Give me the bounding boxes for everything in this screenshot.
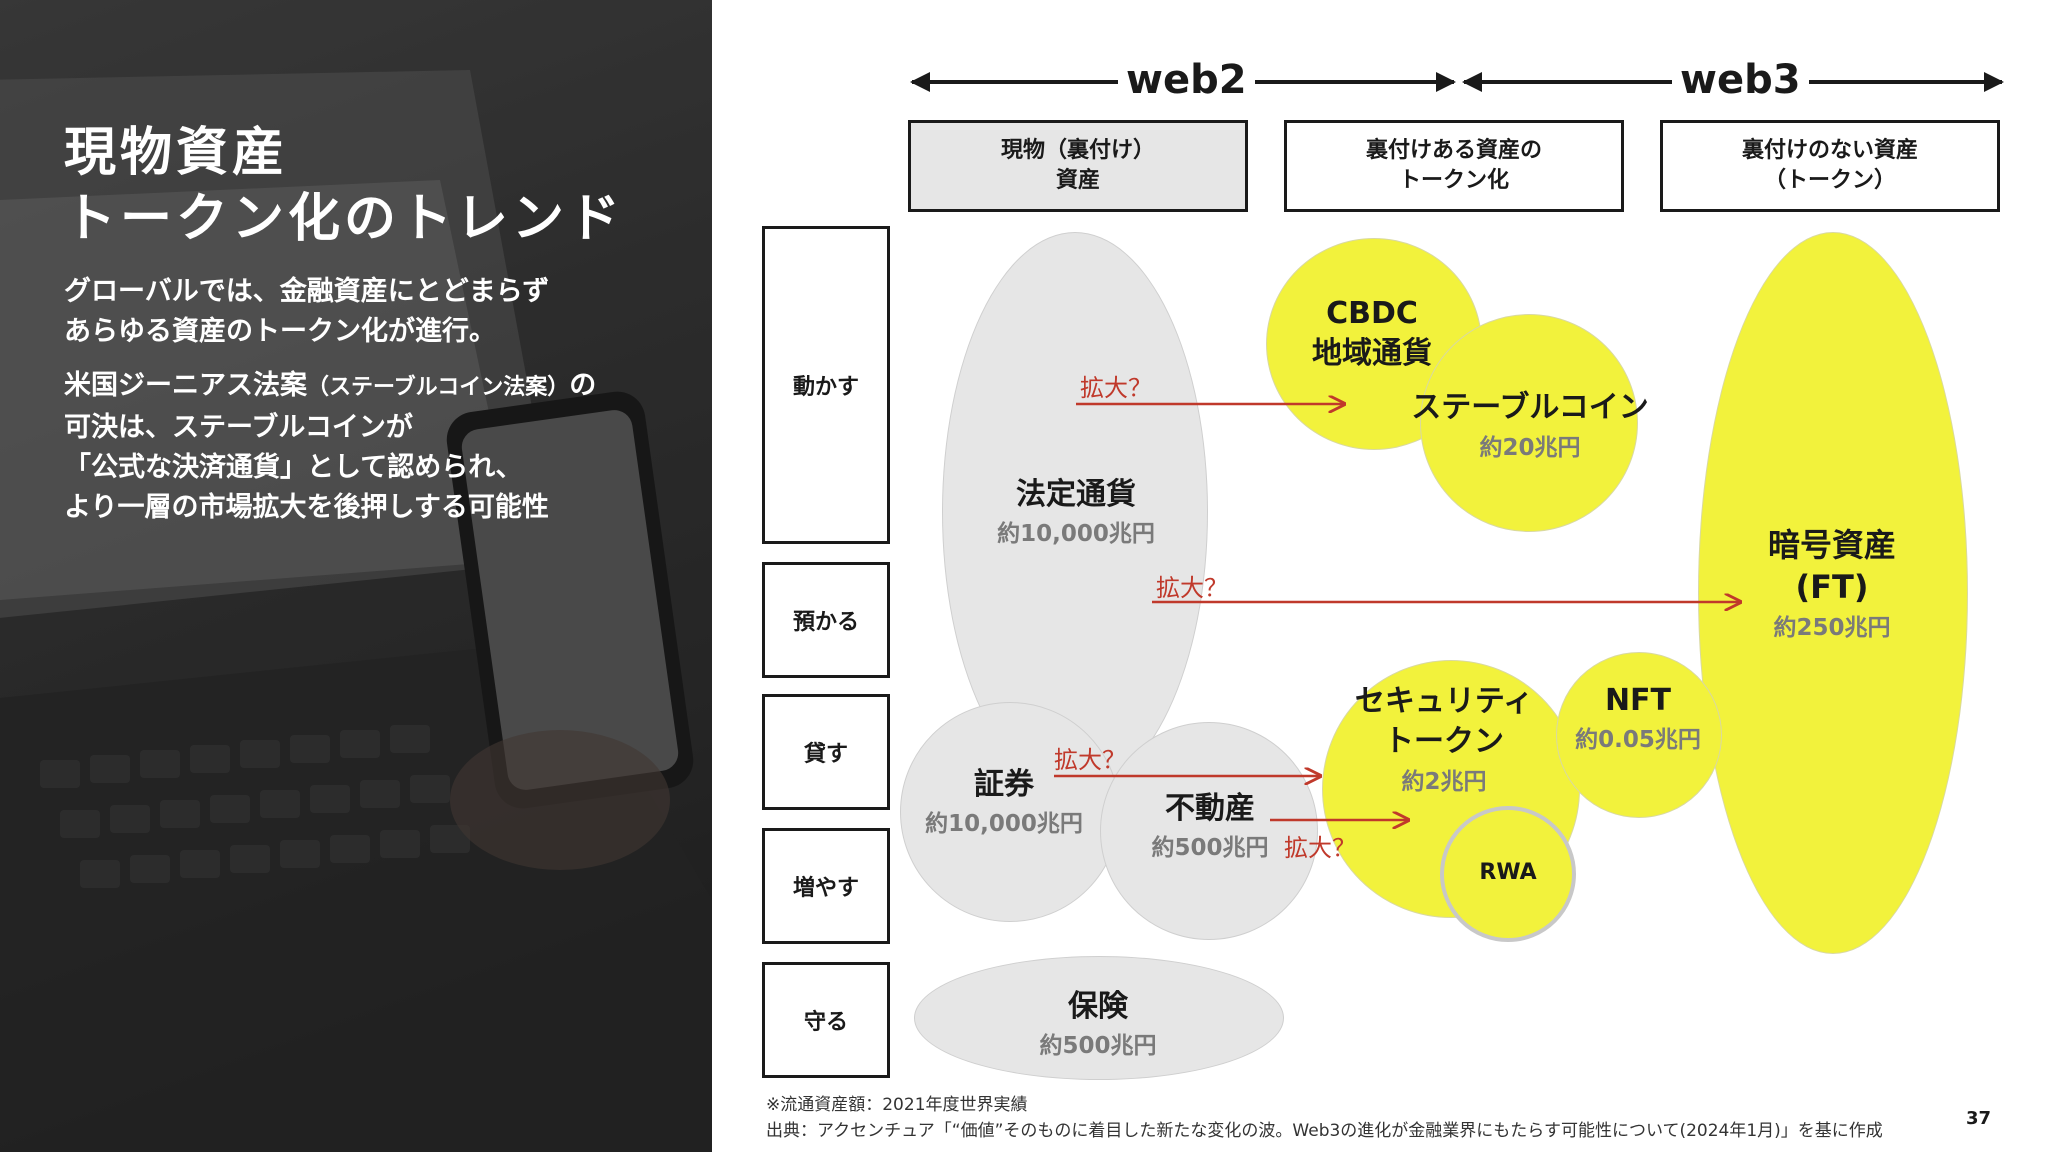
crypto-text: 暗号資産 (FT) 約250兆円 — [1768, 524, 1896, 648]
column-header-physical: 現物（裏付け） 資産 — [908, 120, 1248, 212]
left-text-line: 米国ジーニアス法案（ステーブルコイン法案）の — [64, 366, 704, 408]
note-line: 出典：アクセンチュア「“価値”そのものに着目した新たな変化の波。Web3の進化が… — [766, 1121, 1883, 1141]
row-label-move: 動かす — [762, 226, 890, 544]
fiat-name: 法定通貨 — [1015, 477, 1136, 512]
real-estate-name: 不動産 — [1164, 791, 1255, 826]
cbdc-name: CBDC — [1326, 296, 1418, 331]
nft-name: NFT — [1604, 683, 1672, 718]
expand-label: 拡大？ — [1080, 374, 1152, 402]
left-text-line: 「公式な決済通貨」として認められ、 — [64, 452, 523, 483]
cbdc-text: CBDC 地域通貨 — [1312, 294, 1432, 374]
left-text-fragment: （ステーブルコイン法案） — [307, 375, 570, 400]
left-title: 現物資産 トークン化のトレンド — [64, 120, 624, 252]
securities-name: 証券 — [973, 767, 1034, 802]
column-header-line: トークン化 — [1398, 168, 1509, 193]
left-description: グローバルでは、金融資産にとどまらず あらゆる資産のトークン化が進行。 米国ジー… — [64, 272, 704, 542]
left-text-fragment: 米国ジーニアス法案 — [64, 370, 307, 401]
bubble-crypto-asset — [1698, 232, 1968, 954]
row-label-protect: 守る — [762, 962, 890, 1078]
real-estate-value: 約500兆円 — [1151, 835, 1269, 861]
expand-label: 拡大？ — [1284, 834, 1356, 862]
insurance-value: 約500兆円 — [1039, 1033, 1157, 1059]
left-text-line: グローバルでは、金融資産にとどまらず — [64, 276, 550, 307]
left-paragraph-1: グローバルでは、金融資産にとどまらず あらゆる資産のトークン化が進行。 — [64, 272, 704, 352]
insurance-name: 保険 — [1067, 989, 1128, 1024]
bubble-rwa — [1440, 806, 1576, 942]
security-token-value: 約2兆円 — [1401, 769, 1487, 795]
bubble-real-estate — [1100, 722, 1318, 940]
rwa-name: RWA — [1479, 860, 1537, 885]
crypto-value: 約250兆円 — [1773, 615, 1891, 641]
security-token-name: トークン — [1383, 724, 1504, 759]
crypto-name: 暗号資産 — [1767, 526, 1897, 564]
left-text-fragment: の — [569, 370, 597, 401]
left-text-line: あらゆる資産のトークン化が進行。 — [64, 316, 496, 347]
left-title-line: 現物資産 — [64, 123, 289, 183]
column-header-line: 現物（裏付け） — [1000, 138, 1155, 163]
web2-label: web2 — [1118, 58, 1255, 102]
bubble-securities — [900, 702, 1120, 922]
left-text-line: より一層の市場拡大を後押しする可能性 — [64, 492, 549, 523]
web3-label: web3 — [1672, 58, 1809, 102]
column-header-backed-token: 裏付けある資産のトークン化 — [1284, 120, 1624, 212]
page-number: 37 — [1966, 1108, 1992, 1129]
crypto-name: (FT) — [1795, 568, 1869, 606]
nft-value: 約0.05兆円 — [1575, 727, 1701, 753]
nft-text: NFT 約0.05兆円 — [1575, 680, 1701, 758]
column-header-line: 資産 — [1055, 168, 1100, 193]
stablecoin-value: 約20兆円 — [1479, 435, 1581, 461]
stablecoin-name: ステーブルコイン — [1411, 390, 1649, 425]
row-label-grow: 増やす — [762, 828, 890, 944]
expand-label: 拡大？ — [1156, 574, 1228, 602]
security-token-name: セキュリティ — [1354, 684, 1534, 719]
expand-label: 拡大？ — [1054, 746, 1126, 774]
note-line: ※流通資産額：2021年度世界実績 — [766, 1095, 1028, 1115]
fiat-text: 法定通貨 約10,000兆円 — [997, 474, 1155, 552]
stablecoin-text: ステーブルコイン 約20兆円 — [1411, 386, 1649, 466]
column-header-line: （トークン） — [1763, 168, 1896, 193]
left-photo-panel: 現物資産 トークン化のトレンド グローバルでは、金融資産にとどまらず あらゆる資… — [0, 0, 712, 1152]
securities-text: 証券 約10,000兆円 — [925, 764, 1083, 842]
bubble-fiat-currency — [942, 232, 1208, 792]
column-header-unbacked-token: 裏付けのない資産 （トークン） — [1660, 120, 2000, 212]
bubble-nft — [1556, 652, 1722, 818]
row-label-lend: 貸す — [762, 694, 890, 810]
securities-value: 約10,000兆円 — [925, 811, 1083, 837]
fiat-value: 約10,000兆円 — [997, 521, 1155, 547]
dark-overlay — [0, 0, 712, 1152]
row-label-deposit: 預かる — [762, 562, 890, 678]
column-header-line: 裏付けのない資産 — [1741, 138, 1918, 163]
laptop-phone-photo — [0, 70, 712, 1152]
insurance-text: 保険 約500兆円 — [1039, 986, 1156, 1064]
bubble-stablecoin — [1420, 314, 1638, 532]
local-currency-name: 地域通貨 — [1312, 336, 1432, 371]
real-estate-text: 不動産 約500兆円 — [1151, 788, 1268, 866]
column-header-line: 裏付けある資産の — [1365, 138, 1542, 163]
security-token-text: セキュリティ トークン 約2兆円 — [1355, 682, 1533, 802]
left-title-line: トークン化のトレンド — [64, 189, 625, 249]
left-text-line: 可決は、ステーブルコインが — [64, 412, 413, 443]
rwa-text: RWA — [1479, 858, 1536, 888]
bubble-insurance — [914, 956, 1284, 1080]
left-paragraph-2: 米国ジーニアス法案（ステーブルコイン法案）の 可決は、ステーブルコインが 「公式… — [64, 366, 704, 528]
source-notes: ※流通資産額：2021年度世界実績 出典：アクセンチュア「“価値”そのものに着目… — [766, 1092, 1883, 1144]
